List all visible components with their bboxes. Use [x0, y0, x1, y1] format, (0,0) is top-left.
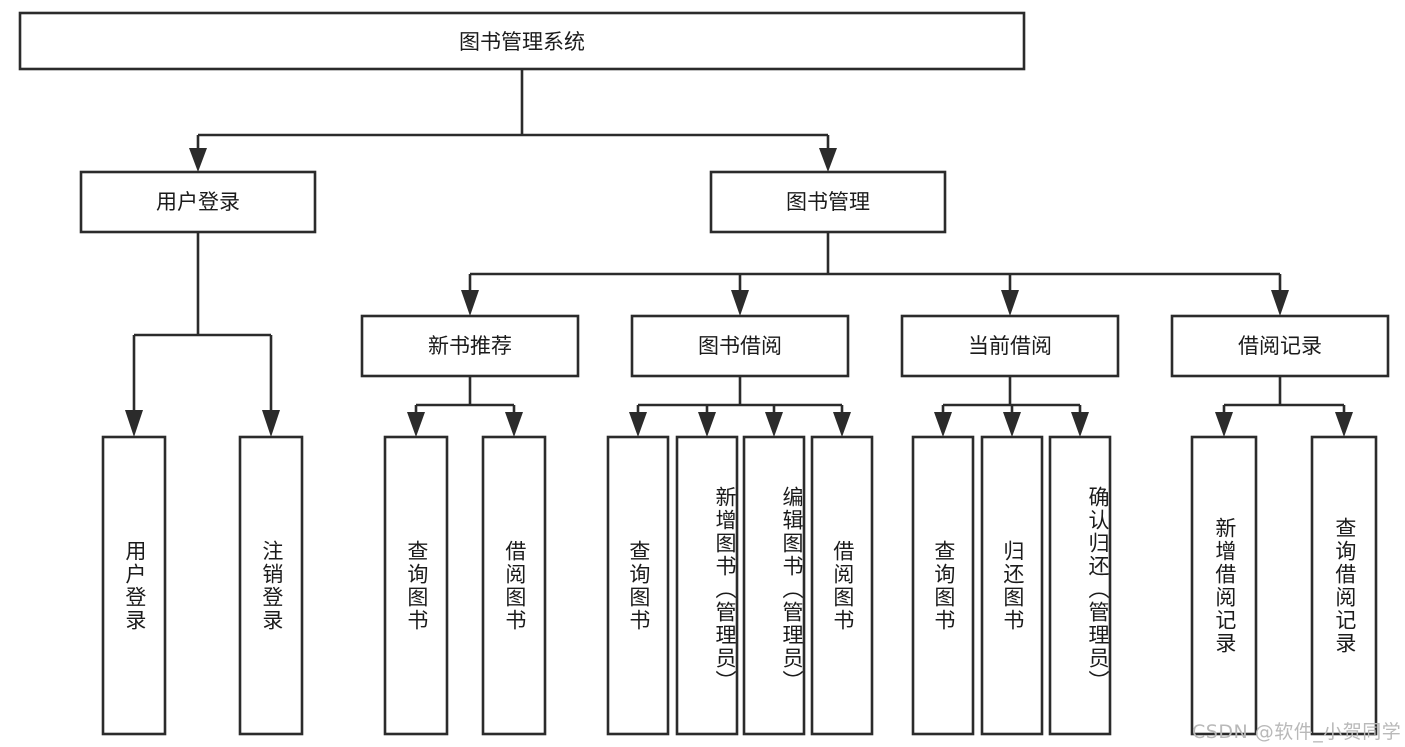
node-label-book-manage: 图书管理 [786, 190, 870, 214]
connector-group-book-manage [461, 232, 1289, 316]
arrow-head-icon [262, 410, 280, 437]
node-box-user-login[interactable] [79, 170, 317, 234]
node-box-leaf-return-book[interactable] [980, 435, 1044, 736]
node-box-leaf-query-book-current[interactable] [911, 435, 975, 736]
connector-group-current-borrow [934, 376, 1089, 437]
arrow-head-icon [698, 412, 716, 437]
arrow-head-icon [833, 412, 851, 437]
arrow-head-icon [505, 412, 523, 437]
node-box-leaf-borrow-book-recommend[interactable] [481, 435, 547, 736]
connector-group-root [189, 69, 837, 172]
node-label-current-borrow: 当前借阅 [968, 334, 1052, 358]
arrow-head-icon [1215, 412, 1233, 437]
node-box-book-manage[interactable] [709, 170, 947, 234]
node-box-root[interactable] [18, 11, 1026, 71]
arrow-head-icon [1003, 412, 1021, 437]
arrow-head-icon [1071, 412, 1089, 437]
arrow-head-icon [1271, 290, 1289, 316]
node-label-root: 图书管理系统 [459, 30, 585, 54]
arrow-head-icon [1001, 290, 1019, 316]
arrow-head-icon [407, 412, 425, 437]
connector-group-book-borrow [629, 376, 851, 437]
node-box-new-book-recommend[interactable] [360, 314, 580, 378]
arrow-head-icon [819, 148, 837, 172]
arrow-head-icon [731, 290, 749, 316]
node-box-leaf-add-book-admin[interactable] [675, 435, 739, 736]
node-label-user-login: 用户登录 [156, 190, 240, 214]
connector-group-user-login [125, 232, 280, 437]
node-label-borrow-record: 借阅记录 [1238, 334, 1322, 358]
node-box-borrow-record[interactable] [1170, 314, 1390, 378]
arrow-head-icon [1335, 412, 1353, 437]
node-box-leaf-query-borrow-record[interactable] [1310, 435, 1378, 736]
node-box-book-borrow[interactable] [630, 314, 850, 378]
node-box-leaf-borrow-book[interactable] [810, 435, 874, 736]
watermark-text: CSDN @软件_小贺同学 [1192, 721, 1402, 743]
node-label-book-borrow: 图书借阅 [698, 334, 782, 358]
node-box-leaf-edit-book-admin[interactable] [742, 435, 806, 736]
arrow-head-icon [629, 412, 647, 437]
arrow-head-icon [934, 412, 952, 437]
node-box-leaf-logout[interactable] [238, 435, 304, 736]
node-box-leaf-query-book-borrow[interactable] [606, 435, 670, 736]
connector-group-borrow-record [1215, 376, 1353, 437]
arrow-head-icon [461, 290, 479, 316]
node-box-leaf-add-borrow-record[interactable] [1190, 435, 1258, 736]
node-box-leaf-user-login[interactable] [101, 435, 167, 736]
connector-group-new-book-recommend [407, 376, 523, 437]
arrow-head-icon [189, 148, 207, 172]
node-box-leaf-confirm-return-admin[interactable] [1048, 435, 1112, 736]
node-box-current-borrow[interactable] [900, 314, 1120, 378]
node-label-new-book-recommend: 新书推荐 [428, 334, 512, 358]
node-box-leaf-query-book-recommend[interactable] [383, 435, 449, 736]
arrow-head-icon [765, 412, 783, 437]
arrow-head-icon [125, 410, 143, 437]
